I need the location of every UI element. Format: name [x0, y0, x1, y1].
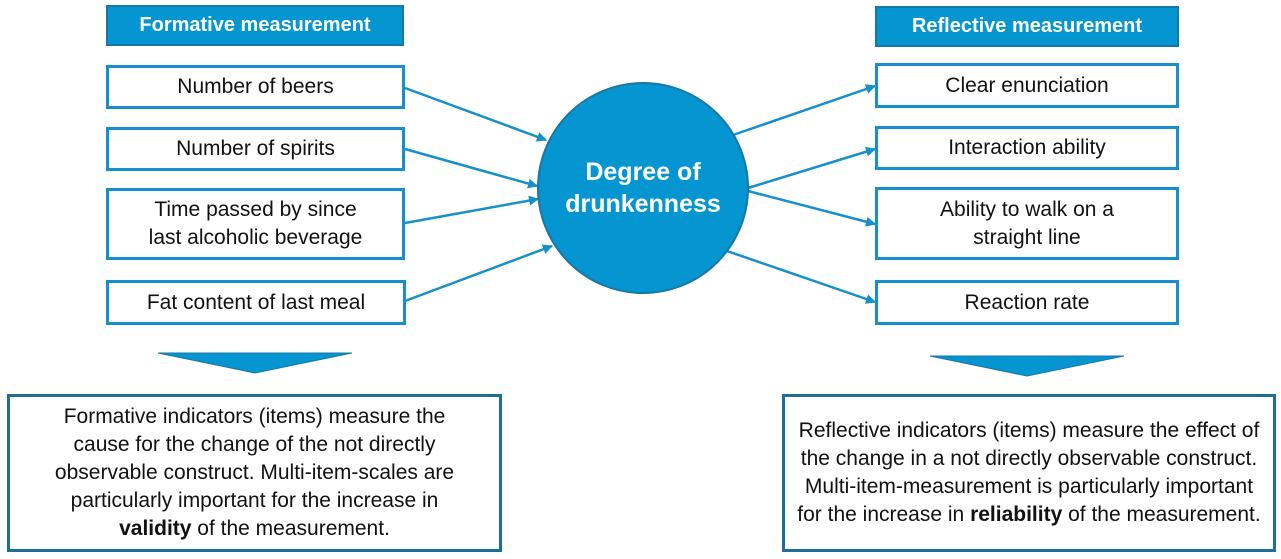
arrow-construct-to-enunciation: [732, 84, 876, 137]
down-chevron-formative-icon: [157, 352, 353, 374]
reflective-summary-before: Reflective indicators (items) measure th…: [797, 419, 1260, 526]
formative-summary-bold: validity: [119, 517, 192, 540]
reflective-summary-after: of the measurement.: [1062, 503, 1261, 526]
formative-summary-before: Formative indicators (items) measure the…: [54, 405, 455, 512]
construct-circle: Degree of drunkenness: [537, 82, 749, 294]
formative-item-fat: Fat content of last meal: [106, 280, 406, 325]
reflective-header: Reflective measurement: [875, 6, 1179, 47]
formative-summary-after: of the measurement.: [191, 517, 390, 540]
formative-summary-text: Formative indicators (items) measure the…: [35, 403, 474, 543]
arrow-construct-to-reaction: [726, 249, 876, 304]
arrow-construct-to-walk: [747, 189, 876, 227]
arrow-beers-to-construct: [404, 86, 547, 142]
construct-label: Degree of drunkenness: [565, 158, 721, 218]
reflective-item-enunciation: Clear enunciation: [875, 63, 1179, 108]
arrow-construct-to-interaction: [747, 146, 876, 190]
formative-item-beers: Number of beers: [106, 65, 405, 109]
down-chevron-reflective-icon: [929, 355, 1125, 377]
reflective-summary-bold: reliability: [970, 503, 1063, 526]
formative-item-spirits: Number of spirits: [106, 127, 405, 171]
reflective-item-walk: Ability to walk on a straight line: [875, 187, 1179, 260]
reflective-summary: Reflective indicators (items) measure th…: [782, 394, 1276, 552]
arrow-time-to-construct: [404, 195, 539, 225]
reflective-item-reaction: Reaction rate: [875, 280, 1179, 325]
arrow-spirits-to-construct: [404, 147, 538, 189]
formative-item-time: Time passed by since last alcoholic beve…: [106, 188, 405, 260]
formative-summary: Formative indicators (items) measure the…: [7, 394, 502, 552]
arrow-fat-to-construct: [404, 244, 553, 303]
formative-header: Formative measurement: [106, 5, 404, 46]
reflective-summary-text: Reflective indicators (items) measure th…: [795, 417, 1263, 529]
reflective-item-interaction: Interaction ability: [875, 126, 1179, 170]
